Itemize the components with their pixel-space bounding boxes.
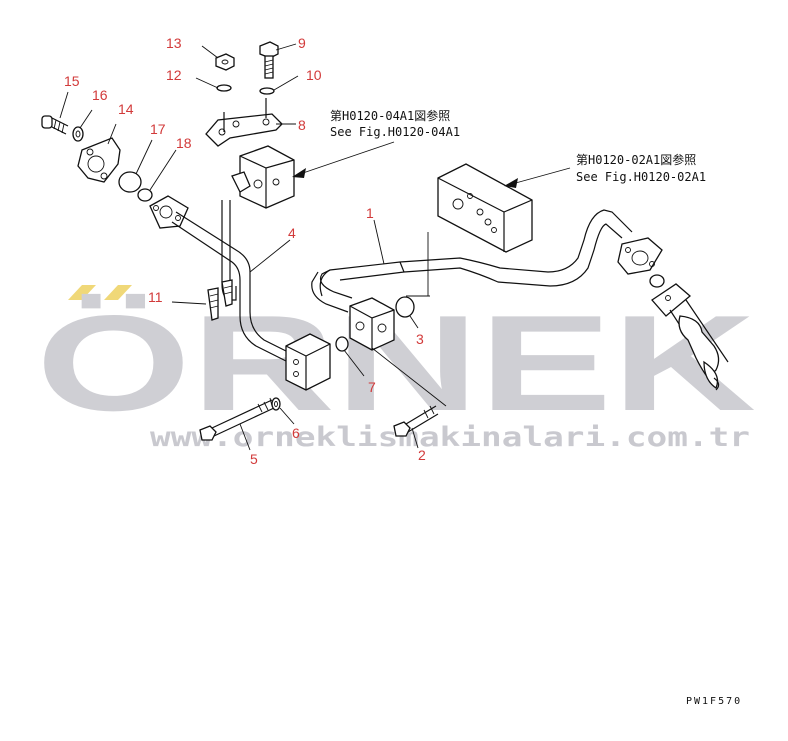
callout-2: 2 xyxy=(418,447,426,463)
watermark-accent-right xyxy=(104,285,132,300)
callout-5: 5 xyxy=(250,451,258,467)
reference-1-line2: See Fig.H0120-04A1 xyxy=(330,125,460,139)
callout-18: 18 xyxy=(176,135,192,151)
part-15-bolt xyxy=(41,115,69,135)
part-2-bolt xyxy=(393,405,439,437)
oring-right xyxy=(649,274,665,288)
part-18-oring xyxy=(137,188,153,202)
callout-1: 1 xyxy=(366,205,374,221)
reference-1-line1: 第H0120-04A1図参照 xyxy=(330,108,450,123)
part-1-tube xyxy=(311,209,663,313)
callout-9: 9 xyxy=(298,35,306,51)
callout-8: 8 xyxy=(298,117,306,133)
callout-4: 4 xyxy=(288,225,296,241)
part-10-washer xyxy=(259,87,275,95)
hose-end-right xyxy=(651,283,729,391)
callout-15: 15 xyxy=(64,73,80,89)
callout-14: 14 xyxy=(118,101,134,117)
reference-2-line2: See Fig.H0120-02A1 xyxy=(576,170,706,184)
part-6-washer xyxy=(271,397,281,411)
drawing-code: PW1F570 xyxy=(686,696,742,707)
flange-block-upper xyxy=(349,297,395,351)
flange-block-lower xyxy=(285,333,331,391)
callout-16: 16 xyxy=(92,87,108,103)
part-3-oring xyxy=(395,296,415,318)
part-13-nut xyxy=(215,53,235,71)
callout-3: 3 xyxy=(416,331,424,347)
part-11-hose xyxy=(207,200,237,321)
callout-11: 11 xyxy=(148,289,163,305)
leader-lines xyxy=(59,43,447,451)
watermark-accent-left xyxy=(68,285,96,300)
valve-block-right xyxy=(437,163,533,253)
part-14-split-flange xyxy=(77,137,121,183)
part-7-oring xyxy=(335,336,349,352)
part-12-washer xyxy=(216,84,232,92)
callout-13: 13 xyxy=(166,35,182,51)
part-8-bracket xyxy=(205,98,283,147)
reference-arrows xyxy=(292,141,571,188)
callout-17: 17 xyxy=(150,121,166,137)
watermark-brand: ÖRNEK xyxy=(36,287,756,439)
callout-6: 6 xyxy=(292,425,300,441)
callout-7: 7 xyxy=(368,379,376,395)
reference-2-line1: 第H0120-02A1図参照 xyxy=(576,152,696,167)
watermark-url: www.orneklismakinalari.com.tr xyxy=(150,422,750,453)
part-4-tube xyxy=(149,195,289,363)
part-17-oring xyxy=(118,171,142,193)
part-16-washer xyxy=(72,126,84,142)
watermark: ÖRNEK www.orneklismakinalari.com.tr xyxy=(36,285,756,453)
valve-block xyxy=(231,145,295,209)
part-9-bolt xyxy=(259,41,279,79)
callout-12: 12 xyxy=(166,67,182,83)
callout-10: 10 xyxy=(306,67,322,83)
